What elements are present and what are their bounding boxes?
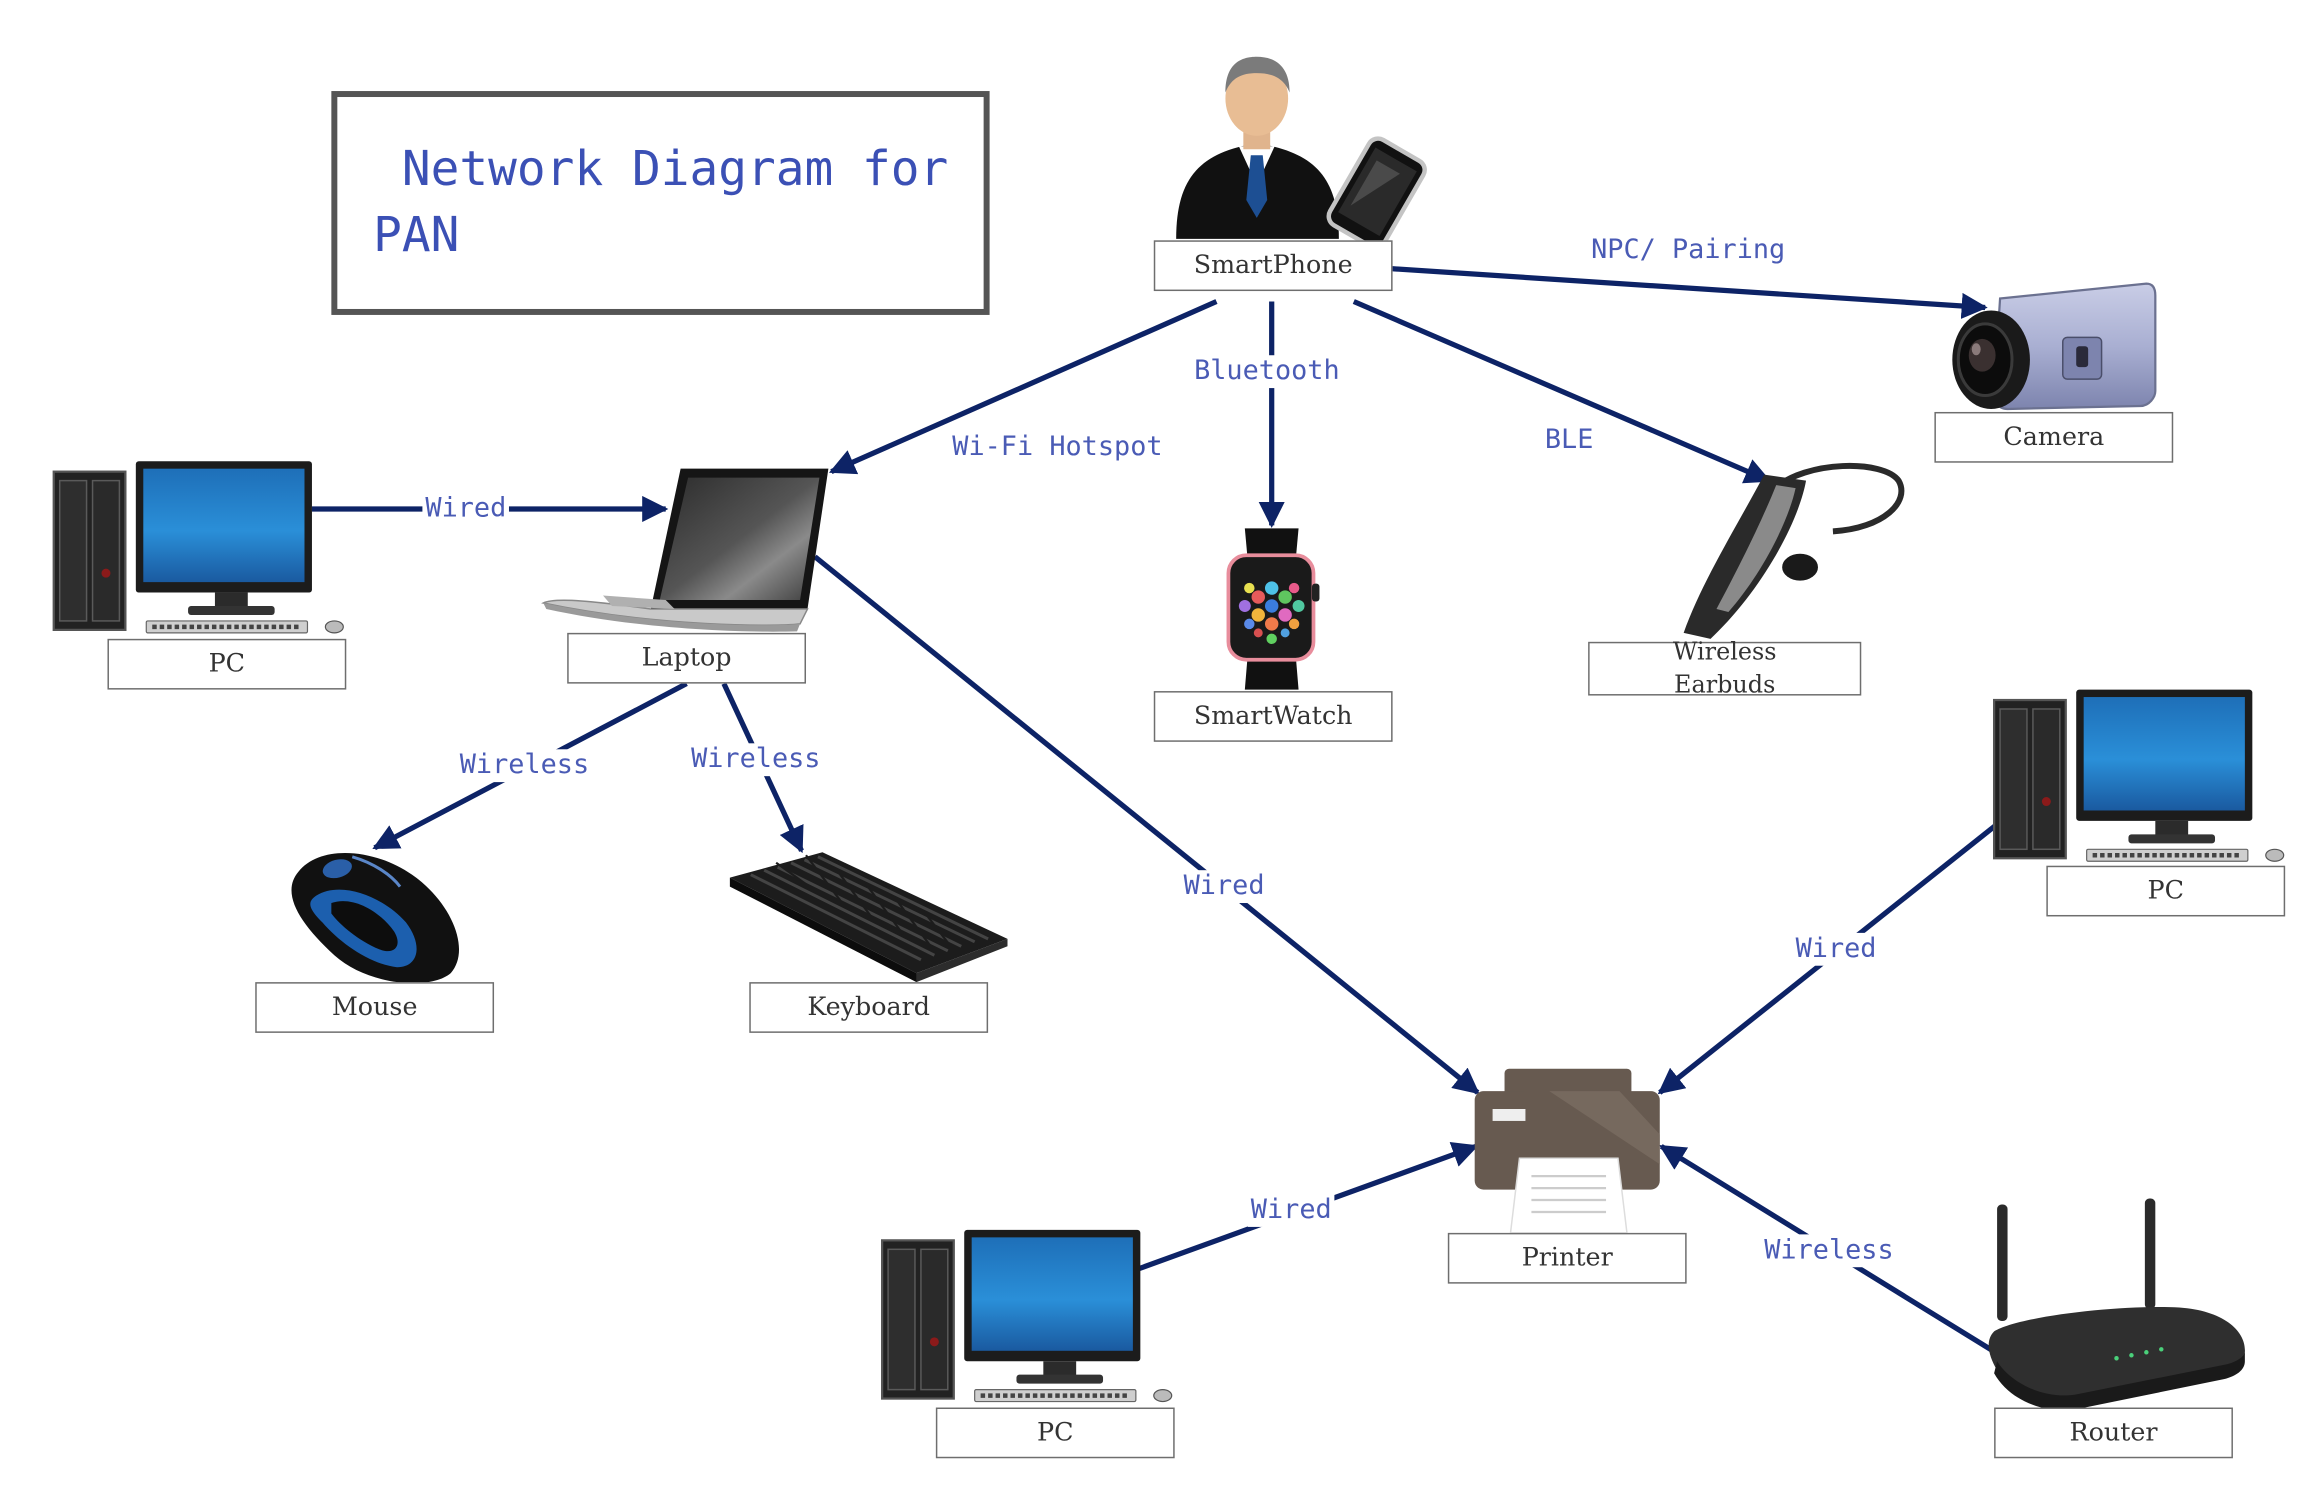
- mouse-icon: [291, 852, 460, 984]
- node-label-pc-left: PC: [107, 638, 347, 690]
- connection-label-phone-laptop: Wi-Fi Hotspot: [952, 431, 1163, 463]
- title-box: Network Diagram for PAN: [331, 91, 990, 315]
- smartwatch-icon: [1226, 528, 1320, 690]
- node-label-camera: Camera: [1934, 411, 2174, 463]
- connection-label-pcright-printer: Wired: [1792, 932, 1880, 966]
- router-icon: [1988, 1198, 2245, 1411]
- connection-label-laptop-keyboard: Wireless: [688, 743, 824, 777]
- printer-icon: [1474, 1068, 1660, 1234]
- camera-icon: [1952, 282, 2157, 411]
- node-label-earbuds: Wireless Earbuds: [1588, 637, 1862, 699]
- connection-label-laptop-printer: Wired: [1180, 870, 1268, 904]
- node-label-earbuds-line2: Earbuds: [1674, 670, 1776, 699]
- node-label-laptop: Laptop: [567, 632, 807, 684]
- node-label-router: Router: [1994, 1407, 2233, 1459]
- node-label-keyboard: Keyboard: [749, 982, 989, 1033]
- pc-right-icon: [1994, 690, 2284, 862]
- diagram-title: Network Diagram for PAN: [373, 140, 949, 263]
- connector-phone-laptop: [828, 299, 1218, 475]
- node-label-smartphone: SmartPhone: [1153, 240, 1393, 292]
- connection-label-router-printer: Wireless: [1761, 1234, 1897, 1268]
- node-label-printer: Printer: [1447, 1232, 1687, 1284]
- connection-label-phone-watch: Bluetooth: [1191, 355, 1343, 389]
- keyboard-icon: [729, 852, 1008, 983]
- connector-phone-camera: [1390, 266, 1988, 319]
- node-label-mouse: Mouse: [255, 982, 495, 1033]
- connection-label-pc-laptop: Wired: [422, 492, 510, 526]
- connection-label-laptop-mouse: Wireless: [456, 749, 593, 783]
- businessman-smartphone-icon: [1176, 56, 1427, 250]
- pc-left-icon: [54, 461, 344, 633]
- node-label-pc-right: PC: [2046, 865, 2286, 917]
- node-label-smartwatch: SmartWatch: [1153, 691, 1393, 742]
- connection-label-pcbottom-printer: Wired: [1247, 1194, 1335, 1227]
- node-label-pc-bottom: PC: [935, 1407, 1175, 1459]
- connector-phone-earbuds: [1352, 299, 1772, 484]
- connection-label-phone-camera: NPC/ Pairing: [1591, 234, 1786, 266]
- connector-laptop-printer: [813, 554, 1480, 1095]
- pc-bottom-icon: [882, 1230, 1172, 1402]
- earbud-icon: [1683, 462, 1905, 639]
- laptop-icon: [541, 468, 829, 632]
- node-label-earbuds-line1: Wireless: [1672, 637, 1777, 666]
- connection-label-phone-earbuds: BLE: [1544, 423, 1594, 456]
